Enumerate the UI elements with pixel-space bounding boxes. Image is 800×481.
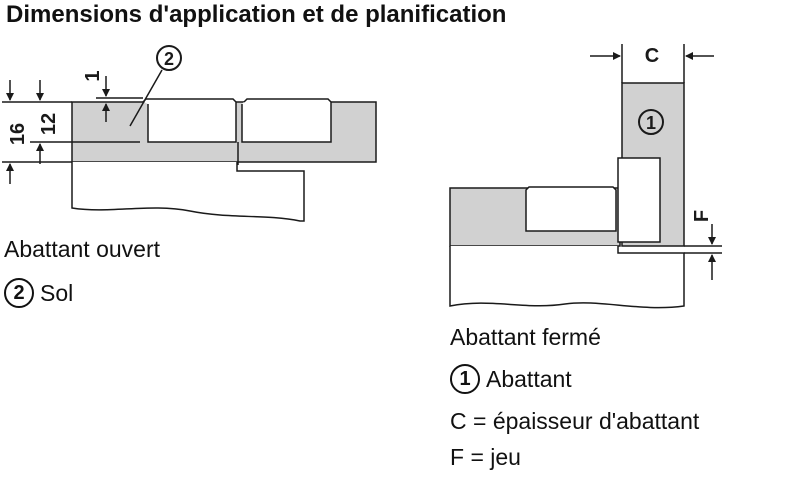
right-caption: Abattant fermé [450, 324, 601, 350]
note-f: F = jeu [450, 444, 521, 470]
legend-sol-text: Sol [40, 280, 74, 307]
right-hinge-arm [617, 157, 661, 243]
legend-abattant-text: Abattant [486, 366, 572, 393]
dim-16-label: 16 [7, 123, 29, 145]
right-dim-labels: C F 1 [645, 45, 713, 222]
dim-c-label: C [645, 45, 659, 67]
left-hinge-cup-2 [241, 98, 332, 143]
dim-12-label: 12 [38, 113, 60, 135]
left-callout-circle [156, 45, 182, 71]
right-lower-body [449, 246, 685, 309]
right-hinge-cup [525, 186, 617, 232]
right-figure [449, 44, 722, 309]
left-carcass [71, 162, 305, 222]
left-callout-number: 2 [164, 49, 174, 69]
right-callout-number: 1 [646, 113, 656, 133]
note-c: C = épaisseur d'abattant [450, 408, 700, 434]
left-dim-labels: 16 12 1 2 [7, 49, 174, 145]
left-figure [2, 45, 377, 222]
page-title: Dimensions d'application et de planifica… [6, 1, 507, 28]
left-caption: Abattant ouvert [4, 236, 160, 262]
right-callout-circle [638, 109, 664, 135]
legend-number-1: 1 [450, 364, 480, 394]
left-callout-leader [129, 69, 163, 127]
dim-1-label: 1 [82, 70, 104, 81]
legend-number-2: 2 [4, 278, 34, 308]
left-hinge-cup-1 [142, 98, 237, 143]
dim-f-label: F [691, 210, 713, 222]
